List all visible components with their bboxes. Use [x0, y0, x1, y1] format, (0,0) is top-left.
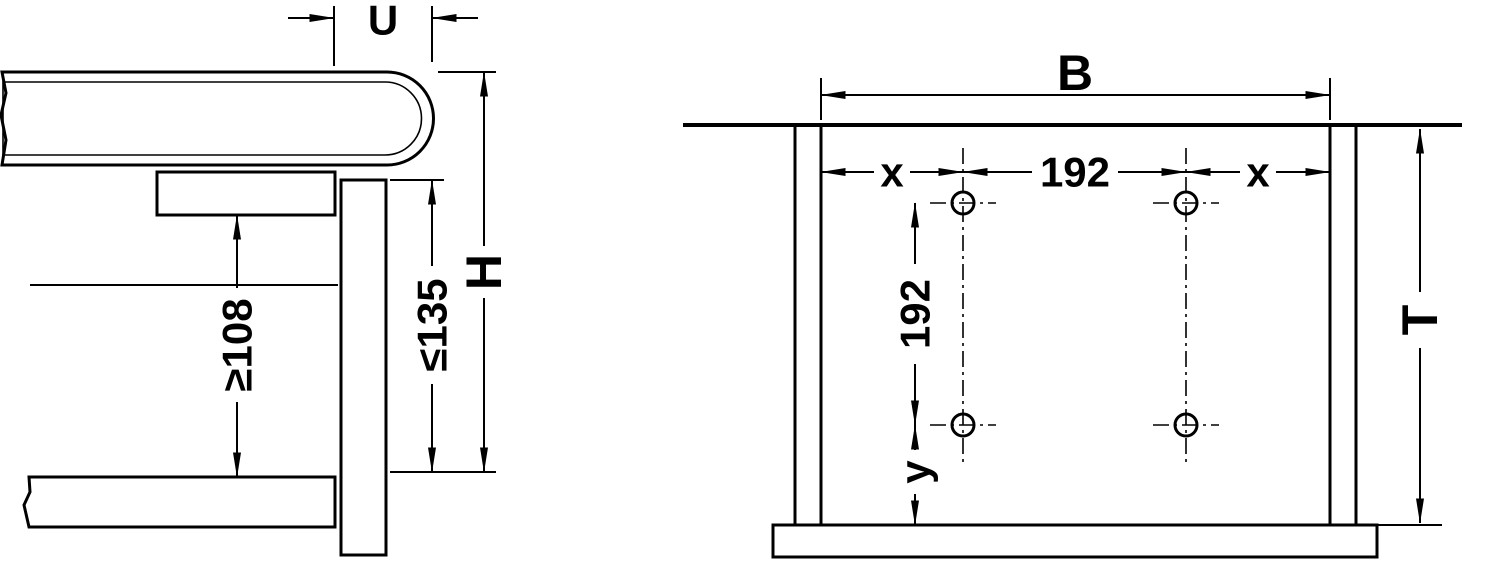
hole-top-right: [1173, 190, 1199, 216]
dim-b-label: B: [1057, 45, 1093, 101]
hole-bottom-left: [950, 412, 976, 438]
rear-panel-section: [339, 178, 388, 557]
dim-t: [1362, 128, 1442, 526]
top-panel-hatch: [2, 81, 423, 156]
left-side-panel: [793, 125, 823, 525]
dim-t-label: T: [1392, 305, 1448, 336]
hole-centerlines: [930, 148, 1219, 462]
top-panel-section: [0, 70, 435, 167]
dim-u: [288, 6, 478, 66]
dim-max135-label: ≤135: [409, 278, 456, 371]
dim-b: [820, 78, 1331, 120]
dim-x-left-label: x: [880, 149, 904, 196]
side-view: U H ≤135 ≥108: [0, 0, 512, 557]
dim-y-label: y: [892, 460, 939, 484]
hole-bottom-right: [1173, 412, 1199, 438]
dim-h-label: H: [456, 254, 512, 290]
dim-u-label: U: [368, 0, 398, 44]
bottom-panel-section: [22, 475, 337, 529]
dim-x-right-label: x: [1246, 149, 1270, 196]
dim-h: [390, 71, 496, 473]
mounting-rail-section: [155, 170, 337, 217]
front-view: B x 192 x 192 y T: [683, 45, 1462, 559]
dim-min108-label: ≥108: [214, 298, 261, 391]
hole-top-left: [950, 190, 976, 216]
dim-192-horizontal-label: 192: [1040, 149, 1110, 196]
dim-max135: [390, 179, 444, 473]
dim-192-vertical-label: 192: [892, 279, 939, 349]
right-side-panel: [1328, 125, 1358, 525]
base-panel: [771, 523, 1379, 559]
